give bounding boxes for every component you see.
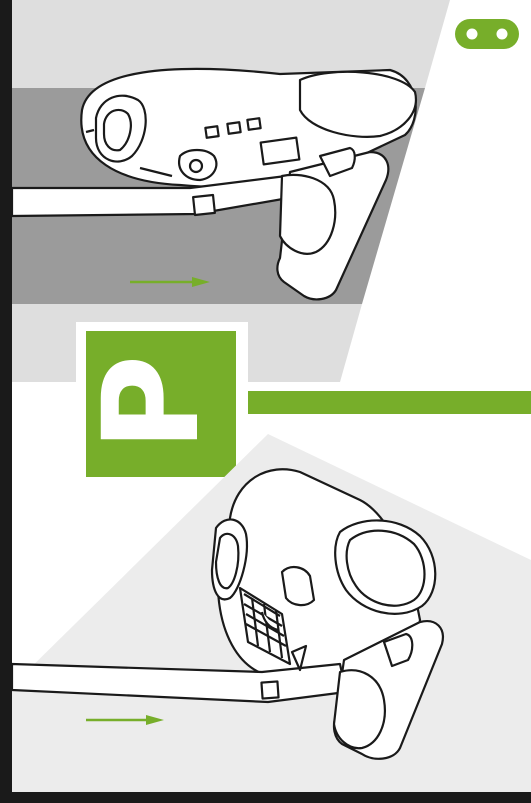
step-number-8-icon xyxy=(455,19,519,49)
bottom-border xyxy=(0,792,531,803)
left-border xyxy=(0,0,12,803)
section-p-bar xyxy=(236,391,531,414)
section-letter: P xyxy=(71,315,233,491)
